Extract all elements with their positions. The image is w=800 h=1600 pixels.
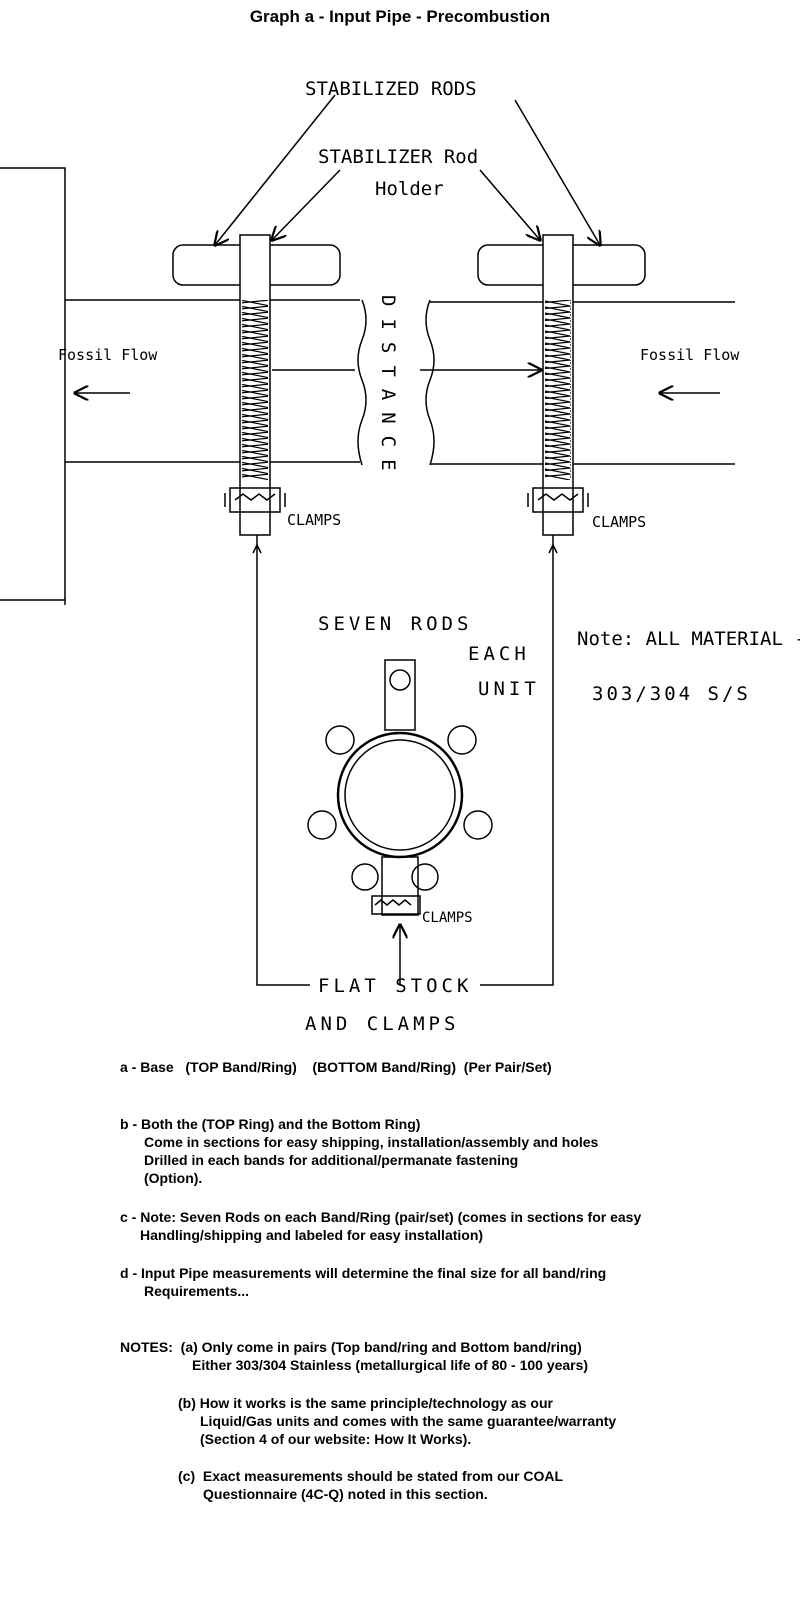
pipe-bottom-wall (65, 461, 735, 465)
note-c-line: c - Note: Seven Rods on each Band/Ring (… (120, 1209, 642, 1225)
label-rod-holder-1: STABILIZER Rod (318, 146, 478, 168)
page-title: Graph a - Input Pipe - Precombustion (249, 7, 551, 26)
label-note-material: Note: ALL MATERIAL - (577, 628, 800, 650)
notes-a: NOTES: (a) Only come in pairs (Top band/… (120, 1338, 588, 1374)
note-b-line: b - Both the (TOP Ring) and the Bottom R… (120, 1116, 421, 1132)
label-rod-holder-2: Holder (375, 178, 444, 200)
label-fossil-flow-left: Fossil Flow (58, 346, 158, 364)
break-line (357, 299, 435, 466)
notes-c-line: Questionnaire (4C-Q) noted in this secti… (203, 1486, 488, 1502)
notes-c: (c) Exact measurements should be stated … (178, 1467, 563, 1503)
label-and-clamps: AND CLAMPS (305, 1013, 459, 1035)
notes-b-line: (b) How it works is the same principle/t… (178, 1395, 553, 1411)
note-a: a - Base (TOP Band/Ring) (BOTTOM Band/Ri… (120, 1059, 552, 1075)
note-d-line: Requirements... (144, 1283, 250, 1299)
note-b: b - Both the (TOP Ring) and the Bottom R… (120, 1115, 598, 1187)
label-each: EACH (468, 643, 530, 665)
note-c-line: Handling/shipping and labeled for easy i… (140, 1227, 484, 1243)
arrow-stabilized-left (215, 94, 336, 245)
label-clamps-left: CLAMPS (287, 511, 341, 529)
pipe-top-wall (65, 299, 735, 303)
notes-a-line: Either 303/304 Stainless (metallurgical … (192, 1357, 589, 1373)
left-bracket (0, 167, 66, 605)
coil-left (242, 300, 268, 480)
arrow-stabilized-right (514, 99, 600, 245)
band-ring-drawing (307, 659, 493, 916)
label-clamps-right: CLAMPS (592, 513, 646, 531)
pipe-diagram: STABILIZED RODS STABILIZER Rod Holder Fo… (0, 78, 800, 1035)
notes-b-line: (Section 4 of our website: How It Works)… (200, 1431, 472, 1447)
notes-b-line: Liquid/Gas units and comes with the same… (200, 1413, 617, 1429)
note-b-line: Drilled in each bands for additional/per… (144, 1152, 519, 1168)
notes-a-line: NOTES: (a) Only come in pairs (Top band/… (120, 1339, 582, 1355)
label-seven-rods: SEVEN RODS (318, 613, 472, 635)
label-fossil-flow-right: Fossil Flow (640, 346, 740, 364)
note-b-line: (Option). (144, 1170, 203, 1186)
coil-right (545, 300, 571, 480)
notes-c-line: (c) Exact measurements should be stated … (178, 1468, 564, 1484)
clamp-left (229, 487, 281, 513)
note-b-line: Come in sections for easy shipping, inst… (144, 1134, 599, 1150)
label-unit: UNIT (478, 678, 540, 700)
note-d: d - Input Pipe measurements will determi… (120, 1264, 606, 1300)
label-stabilized-rods: STABILIZED RODS (305, 78, 477, 100)
label-distance: DISTANCE (377, 295, 399, 483)
label-clamps-center: CLAMPS (422, 910, 473, 926)
clamp-right (532, 487, 584, 513)
note-c: c - Note: Seven Rods on each Band/Ring (… (120, 1208, 641, 1244)
arrow-holder-left (272, 169, 341, 240)
flat-stock-line (256, 535, 554, 986)
label-flat-stock: FLAT STOCK (318, 975, 472, 997)
note-d-line: d - Input Pipe measurements will determi… (120, 1265, 607, 1281)
notes-b: (b) How it works is the same principle/t… (178, 1394, 616, 1448)
arrow-holder-right (479, 169, 540, 240)
label-note-ss: 303/304 S/S (592, 683, 751, 705)
